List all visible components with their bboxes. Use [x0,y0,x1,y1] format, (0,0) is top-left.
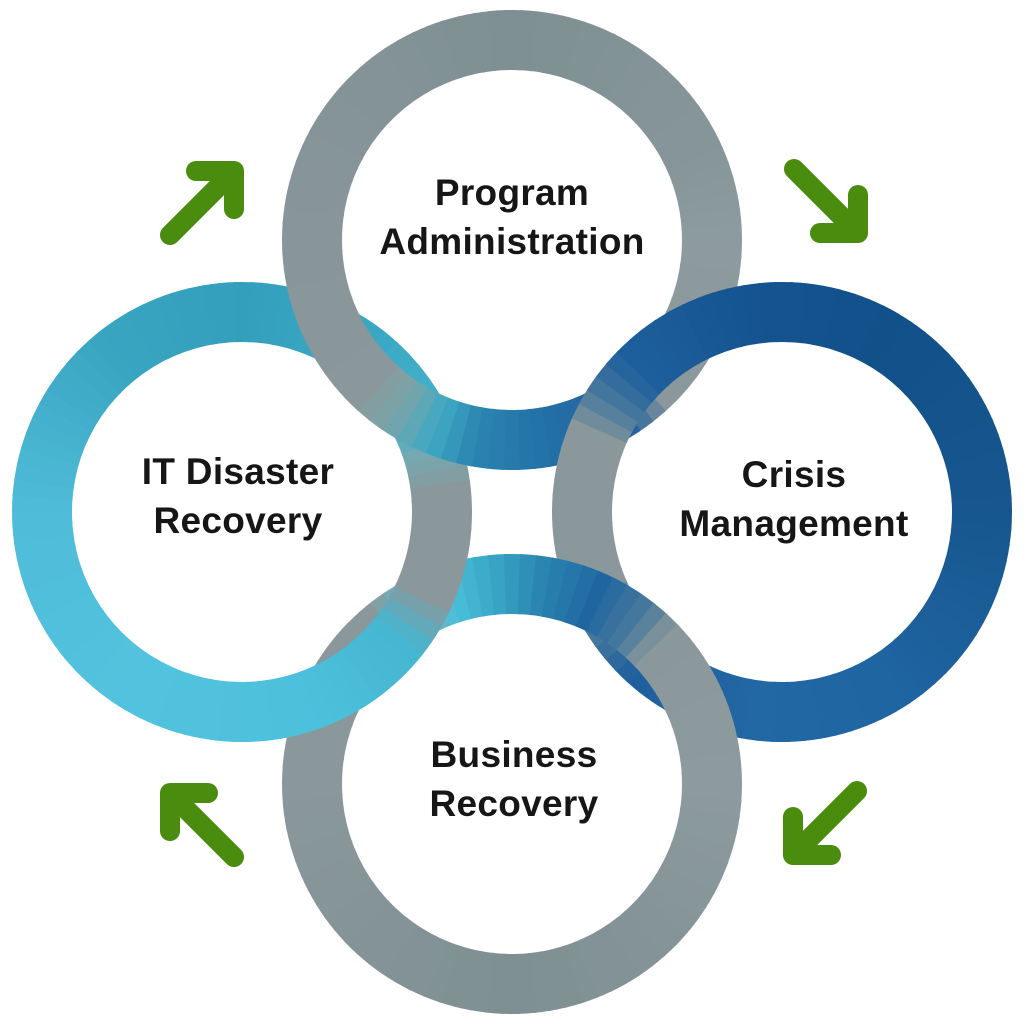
arrow-up-left-icon [160,783,244,867]
arrow-up-right-icon [160,161,244,245]
arrow-down-right-icon [784,159,868,243]
ring-it-disaster-recovery-overlap [253,529,471,742]
arrow-down-left-icon [783,781,867,865]
interlocking-rings [11,10,1013,1014]
